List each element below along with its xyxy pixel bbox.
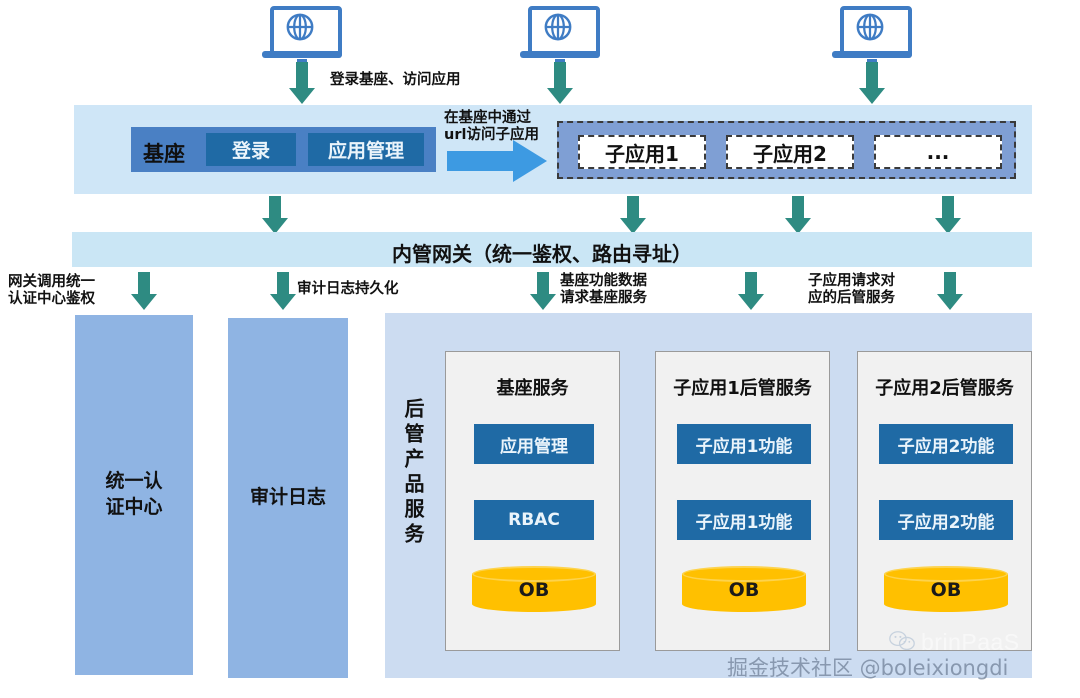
subapp-2[interactable]: 子应用2 <box>726 135 854 169</box>
login-flow-label: 登录基座、访问应用 <box>330 72 461 88</box>
service-item-subapp1-feature-1[interactable]: 子应用1功能 <box>677 424 811 464</box>
service-card-subapp1: 子应用1后管服务 子应用1功能 子应用1功能 OB <box>655 351 830 651</box>
globe-icon <box>855 12 885 42</box>
service-item-subapp1-feature-2[interactable]: 子应用1功能 <box>677 500 811 540</box>
wechat-icon <box>889 630 915 652</box>
url-access-note-line1: 在基座中通过 <box>444 110 531 126</box>
backend-product-services-label: 后管产品服务 <box>401 398 425 548</box>
url-access-note-line2: url访问子应用 <box>444 127 539 144</box>
service-card-subapp1-title: 子应用1后管服务 <box>673 378 812 399</box>
database-label: OB <box>728 579 760 601</box>
gateway-note-audit: 审计日志持久化 <box>297 281 399 297</box>
laptop-base <box>520 51 600 58</box>
service-item-rbac[interactable]: RBAC <box>474 500 594 540</box>
gateway-note-base-service-line2: 请求基座服务 <box>560 290 647 307</box>
database-cylinder-icon: OB <box>472 566 596 612</box>
brand-watermark: brinPaaS <box>921 629 1020 655</box>
flow-arrow-down <box>262 196 288 234</box>
column-unified-auth-center: 统一认 证中心 <box>75 315 193 675</box>
subapp-1[interactable]: 子应用1 <box>578 135 706 169</box>
laptop-base <box>832 51 912 58</box>
flow-arrow-down <box>937 272 963 310</box>
flow-arrow-down <box>131 272 157 310</box>
flow-arrow-down <box>530 272 556 310</box>
gateway-note-auth-line1: 网关调用统一 <box>8 274 95 290</box>
gateway-note-auth: 网关调用统一 认证中心鉴权 <box>8 274 95 308</box>
column-audit-log: 审计日志 <box>228 318 348 678</box>
database-label: OB <box>518 579 550 601</box>
globe-icon <box>285 12 315 42</box>
laptop-foot <box>867 59 877 64</box>
subapp-container: 子应用1 子应用2 ... <box>557 121 1016 179</box>
gateway-note-subapp-service-line2: 应的后管服务 <box>808 290 895 307</box>
flow-arrow-down <box>859 62 885 104</box>
gateway-band: 内管网关（统一鉴权、路由寻址） <box>72 232 1032 267</box>
service-item-subapp2-feature-1[interactable]: 子应用2功能 <box>879 424 1013 464</box>
flow-arrow-down <box>270 272 296 310</box>
laptop-globe-icon <box>832 6 912 64</box>
column-unified-auth-center-line2: 证中心 <box>105 496 163 518</box>
laptop-globe-icon <box>520 6 600 64</box>
laptop-foot <box>555 59 565 64</box>
flow-arrow-down <box>935 196 961 234</box>
url-access-note: 在基座中通过 url访问子应用 <box>444 110 539 145</box>
service-card-subapp2: 子应用2后管服务 子应用2功能 子应用2功能 OB <box>857 351 1032 651</box>
database-label: OB <box>930 579 962 601</box>
community-watermark: 掘金技术社区 @boleixiongdi <box>727 656 1009 680</box>
gateway-title: 内管网关（统一鉴权、路由寻址） <box>392 242 692 266</box>
flow-arrow-down <box>785 196 811 234</box>
subapp-more[interactable]: ... <box>874 135 1002 169</box>
service-card-base-title: 基座服务 <box>496 378 569 399</box>
column-unified-auth-center-line1: 统一认 <box>105 470 163 493</box>
flow-arrow-down <box>738 272 764 310</box>
laptop-base <box>262 51 342 58</box>
globe-icon <box>543 12 573 42</box>
base-button-app-management[interactable]: 应用管理 <box>308 133 424 166</box>
database-cylinder-icon: OB <box>884 566 1008 612</box>
url-access-arrow <box>447 140 547 182</box>
gateway-note-base-service: 基座功能数据 请求基座服务 <box>560 273 647 307</box>
column-audit-log-label: 审计日志 <box>249 486 326 509</box>
laptop-foot <box>297 59 307 64</box>
flow-arrow-down <box>620 196 646 234</box>
gateway-note-auth-line2: 认证中心鉴权 <box>8 291 95 308</box>
database-cylinder-icon: OB <box>682 566 806 612</box>
service-item-subapp2-feature-2[interactable]: 子应用2功能 <box>879 500 1013 540</box>
backend-product-services-panel: 后管产品服务 基座服务 应用管理 RBAC OB 子应用1后管服务 子应用1功能… <box>385 313 1032 678</box>
base-platform-label: 基座 <box>143 142 185 166</box>
laptop-globe-icon <box>262 6 342 64</box>
gateway-note-subapp-service: 子应用请求对 应的后管服务 <box>808 273 895 307</box>
service-card-subapp2-title: 子应用2后管服务 <box>875 378 1014 399</box>
gateway-note-subapp-service-line1: 子应用请求对 <box>808 273 895 289</box>
gateway-note-base-service-line1: 基座功能数据 <box>560 273 647 289</box>
service-card-base: 基座服务 应用管理 RBAC OB <box>445 351 620 651</box>
flow-arrow-down <box>289 62 315 104</box>
flow-arrow-down <box>547 62 573 104</box>
service-item-app-management[interactable]: 应用管理 <box>474 424 594 464</box>
base-button-login[interactable]: 登录 <box>206 133 296 166</box>
base-platform-bar: 基座 登录 应用管理 <box>131 127 436 172</box>
